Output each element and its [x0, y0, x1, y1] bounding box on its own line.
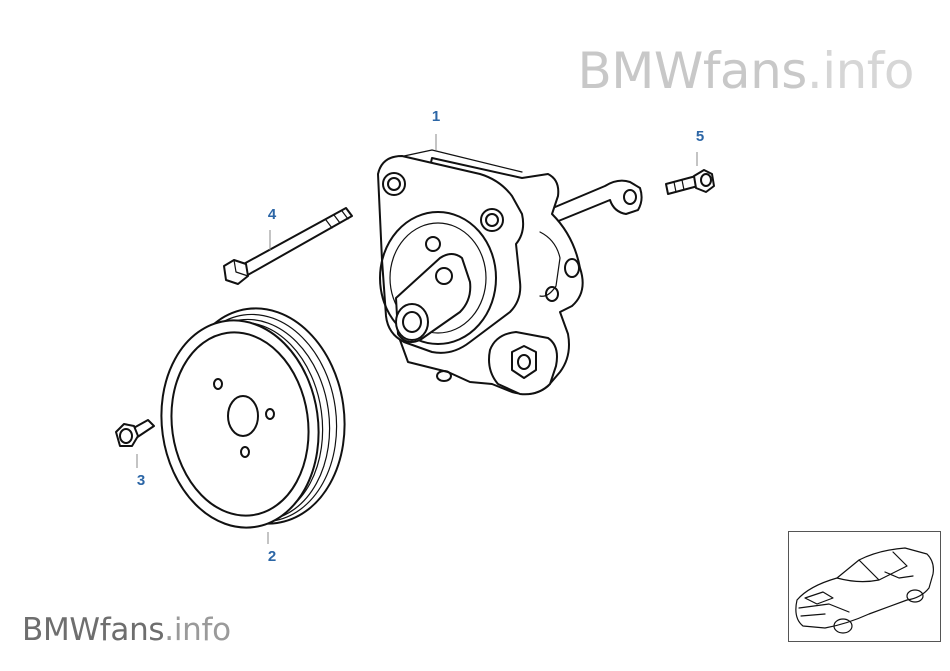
- pulley-drawing[interactable]: [148, 298, 358, 538]
- watermark-bottom-suffix: .info: [164, 612, 231, 648]
- callout-3[interactable]: 3: [136, 472, 146, 489]
- car-overview-thumbnail[interactable]: [788, 531, 941, 642]
- watermark-bottom: BMWfans.info: [22, 612, 231, 648]
- pulley-bolt-drawing[interactable]: [115, 419, 155, 447]
- bracket-bolt-drawing[interactable]: [665, 169, 715, 195]
- watermark-top: BMWfans.info: [577, 42, 914, 100]
- car-overview-icon: [795, 547, 934, 634]
- watermark-top-suffix: .info: [806, 42, 915, 100]
- watermark-top-brand: BMWfans: [577, 42, 807, 100]
- callout-1[interactable]: 1: [431, 108, 441, 125]
- callout-2[interactable]: 2: [267, 548, 277, 565]
- callout-5[interactable]: 5: [695, 128, 705, 145]
- callout-4[interactable]: 4: [267, 206, 277, 223]
- watermark-bottom-brand: BMWfans: [22, 612, 165, 648]
- long-hex-bolt-drawing[interactable]: [223, 207, 353, 285]
- power-steering-pump-drawing[interactable]: [377, 149, 643, 396]
